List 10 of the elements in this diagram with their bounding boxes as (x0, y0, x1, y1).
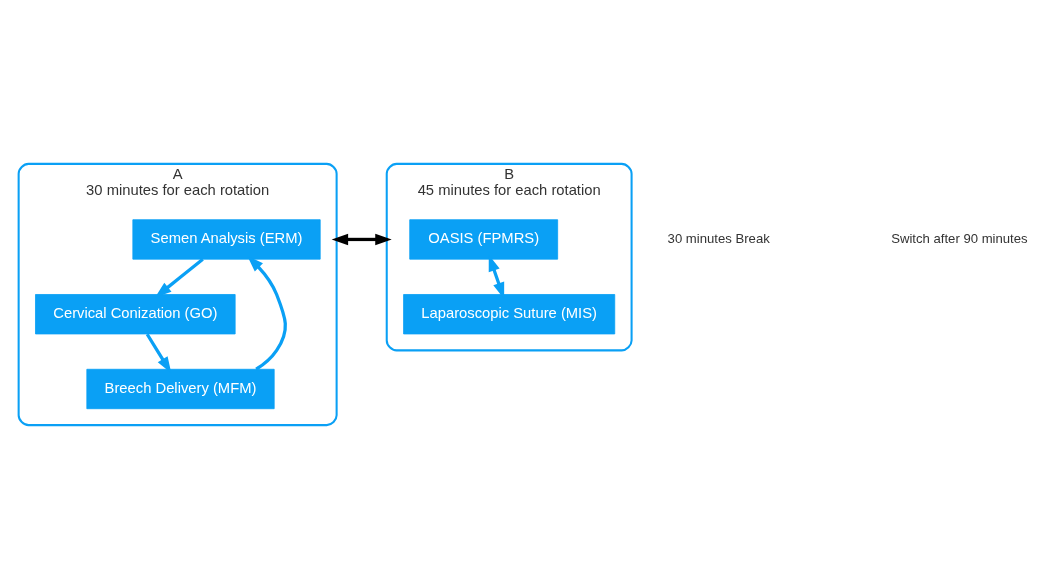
arrow (155, 257, 204, 298)
node-box: Breech Delivery (MFM) (86, 368, 275, 409)
label: 30 minutes Break (667, 230, 770, 246)
arrow (145, 332, 172, 373)
arrow (331, 233, 392, 245)
label: Switch after 90 minutes (891, 230, 1028, 246)
node-box: OASIS (FPMRS) (409, 218, 559, 260)
node-box: Cervical Conization (GO) (35, 293, 236, 334)
node-box: Laparoscopic Suture (MIS) (403, 293, 616, 334)
node-box: Semen Analysis (ERM) (132, 218, 321, 260)
